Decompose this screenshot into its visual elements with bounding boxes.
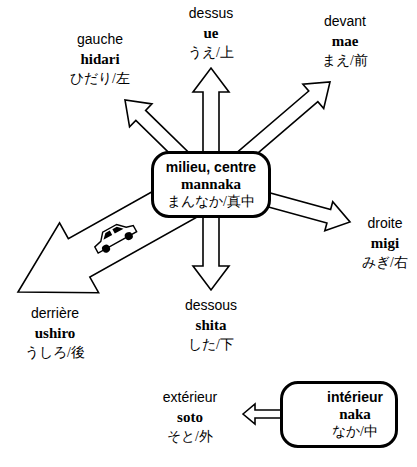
romaji-word: migi — [371, 234, 399, 252]
direction-arrows — [18, 68, 350, 424]
node-text: milieu, centre — [166, 159, 256, 176]
car-drawing — [90, 218, 138, 257]
french-word: extérieur — [163, 388, 217, 406]
node-text: intérieur — [327, 389, 383, 406]
french-word: dessus — [189, 4, 233, 22]
node-text: まんなか/真中 — [166, 193, 256, 210]
romaji-word: soto — [177, 408, 203, 426]
french-word: gauche — [77, 30, 123, 48]
romaji-word: mae — [332, 32, 359, 50]
french-word: droite — [367, 214, 402, 232]
japanese-word: そと/外 — [167, 428, 213, 446]
romaji-word: hidari — [80, 50, 119, 68]
node-text: なか/中 — [327, 423, 383, 440]
rounded-box: intérieurnakaなか/中 — [280, 381, 398, 448]
car-wheel — [101, 243, 112, 254]
french-word: devant — [324, 12, 366, 30]
japanese-word: した/下 — [188, 336, 234, 354]
node-text: mannaka — [166, 176, 256, 193]
japanese-word: うしろ/後 — [25, 344, 85, 362]
car-wheel — [123, 231, 134, 242]
node-text: naka — [327, 406, 383, 423]
car-windows — [101, 224, 124, 240]
car-body — [90, 218, 136, 253]
rounded-box: milieu, centremannakaまんなか/真中 — [151, 151, 271, 218]
romaji-word: ue — [204, 24, 219, 42]
romaji-word: ushiro — [35, 324, 76, 342]
japanese-word: ひだり/左 — [70, 70, 130, 88]
french-word: derrière — [31, 304, 79, 322]
japanese-word: うえ/上 — [188, 44, 234, 62]
japanese-word: まえ/前 — [322, 52, 368, 70]
japanese-word: みぎ/右 — [362, 254, 408, 272]
french-word: dessous — [185, 296, 237, 314]
romaji-word: shita — [196, 316, 227, 334]
